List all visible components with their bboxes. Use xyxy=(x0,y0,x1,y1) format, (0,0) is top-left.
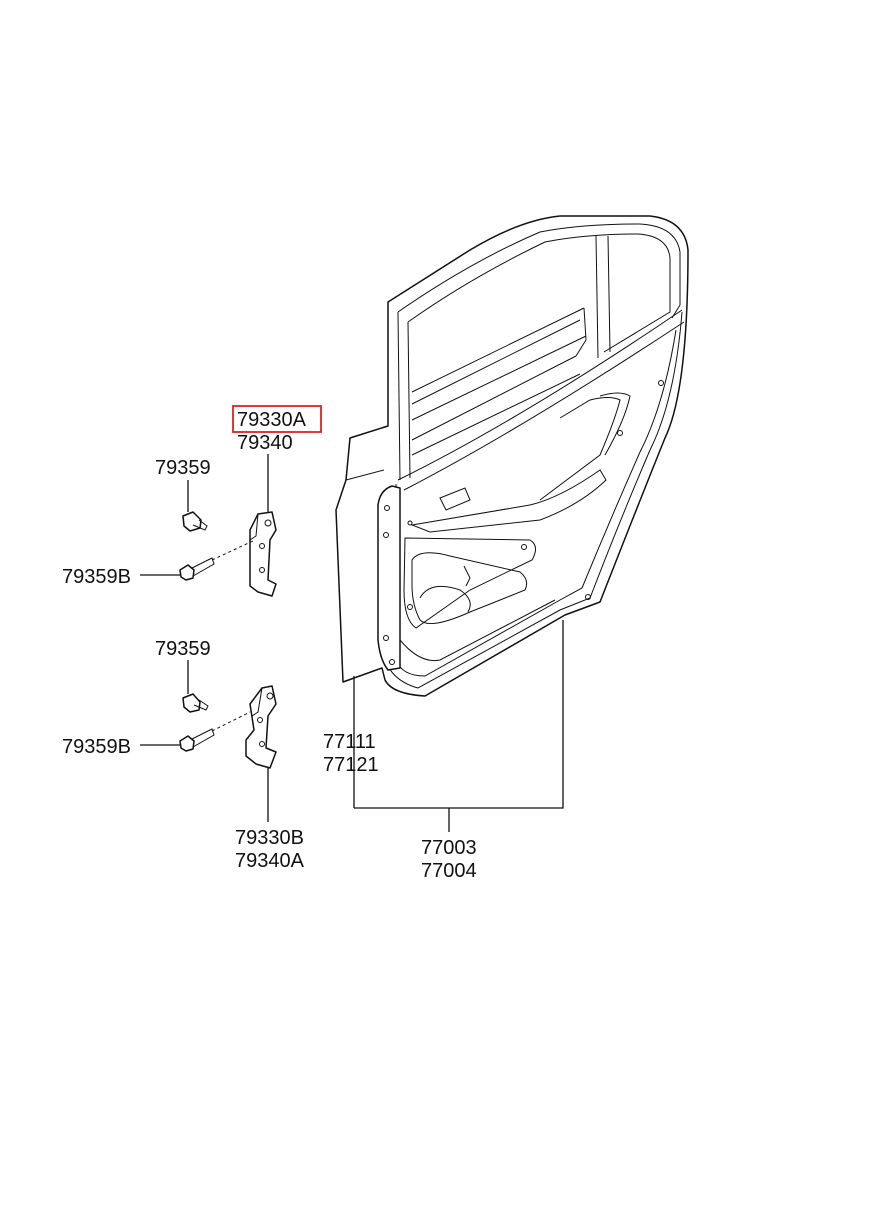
upper-bolt-horizontal xyxy=(179,539,256,581)
lower-bolt-vertical xyxy=(182,693,209,713)
part-labels: 79330A 79340 79359 79359B 79359 79359B 7… xyxy=(62,409,477,882)
label-77004[interactable]: 77004 xyxy=(421,860,477,882)
upper-hinge xyxy=(249,511,277,597)
door-shell xyxy=(335,215,689,697)
label-79359B-bottom[interactable]: 79359B xyxy=(62,736,131,758)
lower-bolt-horizontal xyxy=(179,711,251,752)
label-77121[interactable]: 77121 xyxy=(323,754,379,776)
label-79330A[interactable]: 79330A xyxy=(237,409,307,431)
label-79359B-top[interactable]: 79359B xyxy=(62,566,131,588)
label-79340[interactable]: 79340 xyxy=(237,432,293,454)
highlight-box xyxy=(232,405,322,433)
label-77111[interactable]: 77111 xyxy=(323,731,376,753)
label-79359-bottom[interactable]: 79359 xyxy=(155,638,211,660)
lower-hinge xyxy=(245,685,277,769)
label-79330B[interactable]: 79330B xyxy=(235,827,304,849)
leader-lines xyxy=(140,454,564,832)
upper-bolt-vertical xyxy=(182,511,208,532)
label-79359-top[interactable]: 79359 xyxy=(155,457,211,479)
label-77003[interactable]: 77003 xyxy=(421,837,477,859)
label-79340A[interactable]: 79340A xyxy=(235,850,305,872)
